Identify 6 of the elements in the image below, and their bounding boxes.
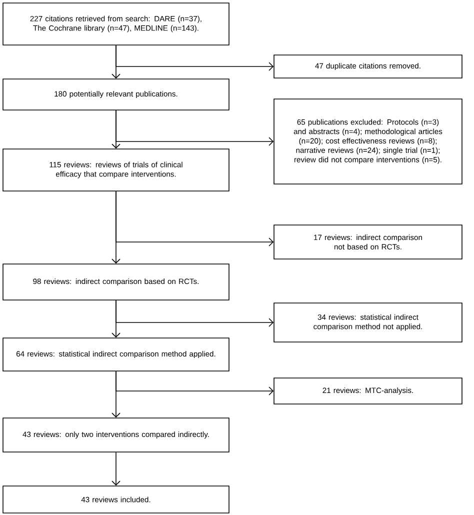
arrow [112, 371, 120, 418]
arrow [112, 45, 120, 79]
arrow [112, 452, 120, 486]
arrow [112, 191, 120, 264]
arrow [112, 110, 120, 149]
arrow [112, 300, 120, 338]
